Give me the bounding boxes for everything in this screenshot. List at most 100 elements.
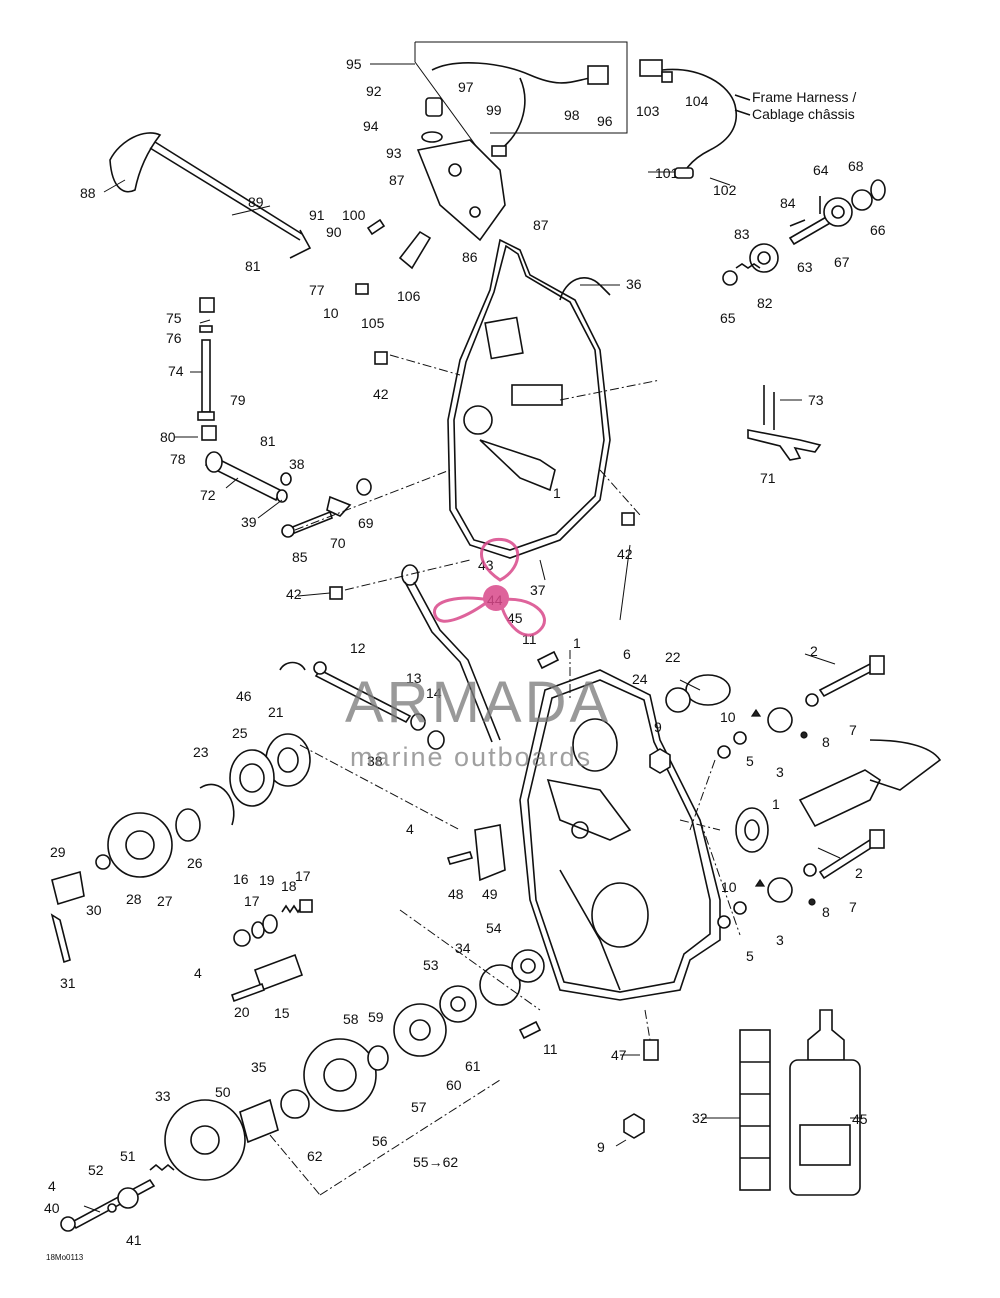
gear-27: [50, 812, 173, 964]
part-number-label: 62: [307, 1148, 323, 1164]
part-number-label: 3: [776, 932, 784, 948]
part-number-label: 85: [292, 549, 308, 565]
part-number-label: 81: [245, 258, 261, 274]
part-number-label: 52: [88, 1162, 104, 1178]
part-number-label: 10: [721, 879, 737, 895]
figure-code: 18Mo0113: [46, 1253, 84, 1262]
part-number-label: 37: [530, 582, 546, 598]
part-number-label: 34: [455, 940, 471, 956]
part-number-label: 90: [326, 224, 342, 240]
part-number-label: 10: [720, 709, 736, 725]
part-number-label: 66: [870, 222, 886, 238]
part-number-label: 60: [446, 1077, 462, 1093]
part-number-label: 3: [776, 764, 784, 780]
part-number-label: 42: [617, 546, 633, 562]
bolts-2: [818, 655, 885, 880]
part-number-label: 64: [813, 162, 829, 178]
part-number-label: 92: [366, 83, 382, 99]
part-number-label: 84: [780, 195, 796, 211]
shift-rod-88-89: [109, 132, 312, 259]
part-number-label: 100: [342, 207, 366, 223]
part-number-label: 77: [309, 282, 325, 298]
part-number-label: 20: [234, 1004, 250, 1020]
part-number-label: 9: [654, 719, 662, 735]
part-number-label: 42: [373, 386, 389, 402]
part-number-label: 17: [295, 868, 311, 884]
propeller-logo-icon: [433, 537, 546, 637]
part-number-label: 102: [713, 182, 737, 198]
part-number-label: 16: [233, 871, 249, 887]
part-number-label: 82: [757, 295, 773, 311]
part-number-label: 56: [372, 1133, 388, 1149]
chain-case-housing: [519, 669, 721, 1001]
part-number-label: 61: [465, 1058, 481, 1074]
part-number-label: 49: [482, 886, 498, 902]
part-number-label: 74: [168, 363, 184, 379]
part-number-label: 106: [397, 288, 421, 304]
part-number-label: 76: [166, 330, 182, 346]
part-number-label: 6: [623, 646, 631, 662]
part-number-label: 87: [533, 217, 549, 233]
part-number-label: 47: [611, 1047, 627, 1063]
cable-tube-43: [401, 564, 501, 743]
part-number-label: 24: [632, 671, 648, 687]
part-number-label: 4: [48, 1178, 56, 1194]
part-number-label: 80: [160, 429, 176, 445]
part-number-label: 18: [281, 878, 297, 894]
part-number-label: 88: [80, 185, 96, 201]
part-number-label: 4: [406, 821, 414, 837]
nuts-washers: [623, 693, 819, 1139]
part-number-label: 70: [330, 535, 346, 551]
part-number-label: 72: [200, 487, 216, 503]
part-number-label: 63: [797, 259, 813, 275]
part-number-label: 30: [86, 902, 102, 918]
part-number-label: 40: [44, 1200, 60, 1216]
part-number-label: 65: [720, 310, 736, 326]
part-number-label: 57: [411, 1099, 427, 1115]
part-number-label: 103: [636, 103, 660, 119]
pins-11: [518, 650, 560, 1040]
part-number-label: 1: [573, 635, 581, 651]
part-number-label: 96: [597, 113, 613, 129]
part-number-label: 50: [215, 1084, 231, 1100]
part-number-label: 101: [655, 165, 679, 181]
part-number-label: 1: [553, 485, 561, 501]
part-number-label: 35: [251, 1059, 267, 1075]
harness-brace: [674, 94, 751, 179]
part-number-label: 19: [259, 872, 275, 888]
part-number-label: 91: [309, 207, 325, 223]
pin-12: [279, 661, 445, 750]
part-number-label: 23: [193, 744, 209, 760]
watermark-brand: ARMADA: [345, 670, 611, 735]
part-number-label: 33: [155, 1088, 171, 1104]
frame-harness-label-french: Cablage châssis: [752, 106, 855, 122]
tensioner-71-73: [747, 385, 822, 461]
gears-63-68: [722, 179, 886, 286]
part-number-label: 7: [849, 899, 857, 915]
part-number-label: 38: [289, 456, 305, 472]
chain-case-cover-upper: [447, 238, 611, 559]
part-number-label: 2: [810, 643, 818, 659]
part-number-label: 79: [230, 392, 246, 408]
frame-harness-label: Frame Harness /: [752, 89, 856, 105]
part-number-label: 75: [166, 310, 182, 326]
part-number-label: 21: [268, 704, 284, 720]
part-number-label: 87: [389, 172, 405, 188]
oil-bottle-45: [789, 1009, 861, 1196]
part-number-label: 27: [157, 893, 173, 909]
part-number-label: 17: [244, 893, 260, 909]
part-number-label: 104: [685, 93, 709, 109]
chain-32: [739, 1029, 771, 1191]
bearings-upper-left: [175, 674, 731, 842]
tensioner-parts-15-20: [230, 899, 313, 1003]
connector-103-104: [639, 59, 737, 151]
part-number-label: 12: [350, 640, 366, 656]
part-number-label: 42: [286, 586, 302, 602]
part-number-label: 97: [458, 79, 474, 95]
part-number-label: 68: [848, 158, 864, 174]
part-number-label: 94: [363, 118, 379, 134]
part-number-label: 26: [187, 855, 203, 871]
